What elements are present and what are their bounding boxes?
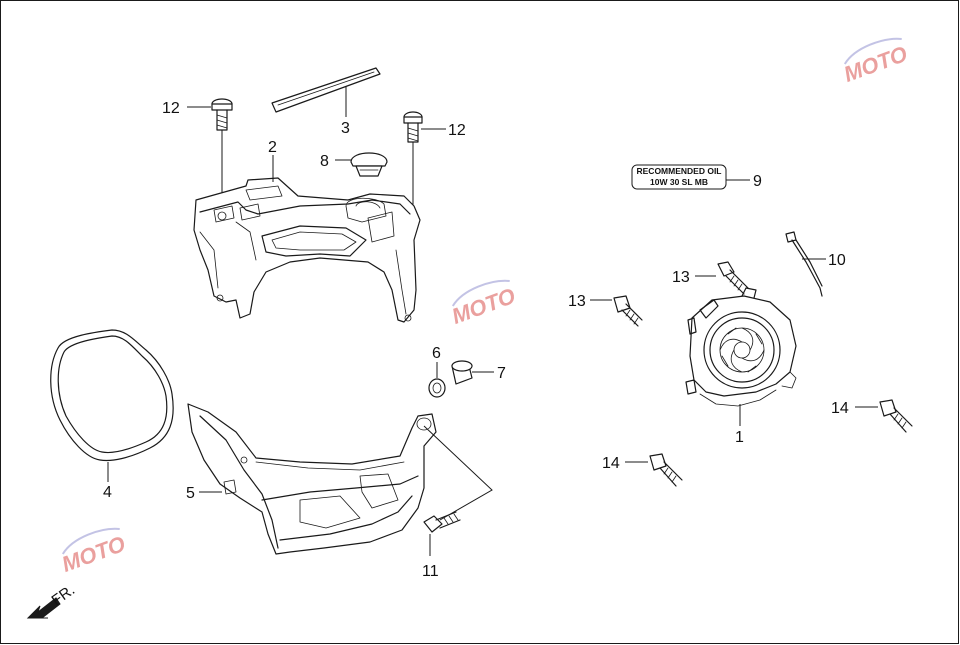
label-line-2: 10W 30 SL MB <box>650 177 708 187</box>
label-line-1: RECOMMENDED OIL <box>637 166 722 176</box>
part-9-label[interactable]: RECOMMENDED OIL 10W 30 SL MB <box>631 164 727 190</box>
callout-11: 11 <box>422 563 439 580</box>
part-5-lower-case[interactable] <box>187 403 437 555</box>
front-direction-indicator: FR. <box>26 581 78 619</box>
callout-12-left: 12 <box>162 100 180 117</box>
part-6-grommet[interactable] <box>428 378 446 398</box>
part-14-bolt-right[interactable] <box>879 399 913 433</box>
part-10-cable-tie[interactable] <box>785 231 823 297</box>
front-arrow-icon <box>26 597 61 619</box>
part-7-cap[interactable] <box>451 360 473 385</box>
part-14-bolt-bottom[interactable] <box>649 453 683 487</box>
callout-9: 9 <box>753 173 762 190</box>
callout-12-right: 12 <box>448 122 466 139</box>
callout-14-bottom: 14 <box>602 455 620 472</box>
watermark-text: MOTO <box>58 531 128 577</box>
part-2-upper-cover[interactable] <box>193 177 421 323</box>
callout-3: 3 <box>341 120 350 137</box>
callout-6: 6 <box>432 345 441 362</box>
watermark-text: MOTO <box>448 283 518 329</box>
callout-2: 2 <box>268 139 277 156</box>
part-1-fan-housing[interactable] <box>685 287 797 407</box>
part-13-bolt-left[interactable] <box>613 295 643 327</box>
callout-5: 5 <box>186 485 195 502</box>
callout-4: 4 <box>103 484 112 501</box>
callout-14-right: 14 <box>831 400 849 417</box>
callout-13-left: 13 <box>568 293 586 310</box>
part-13-bolt-top[interactable] <box>717 261 749 295</box>
callout-8: 8 <box>320 153 329 170</box>
part-3-strip[interactable] <box>271 67 381 113</box>
callout-7: 7 <box>497 365 506 382</box>
callout-1: 1 <box>735 429 744 446</box>
part-11-bolt[interactable] <box>423 511 461 533</box>
watermark-bottom-left: MOTO <box>58 527 129 577</box>
callout-13-top: 13 <box>672 269 690 286</box>
part-8-plug[interactable] <box>350 152 388 177</box>
callout-10: 10 <box>828 252 846 269</box>
watermark-center: MOTO <box>448 279 519 329</box>
part-12-bolt-left[interactable] <box>211 98 233 131</box>
part-12-bolt-right[interactable] <box>403 111 423 143</box>
watermark-text: MOTO <box>840 41 910 87</box>
part-4-gasket[interactable] <box>50 329 174 462</box>
watermark-top-right: MOTO <box>840 37 911 87</box>
